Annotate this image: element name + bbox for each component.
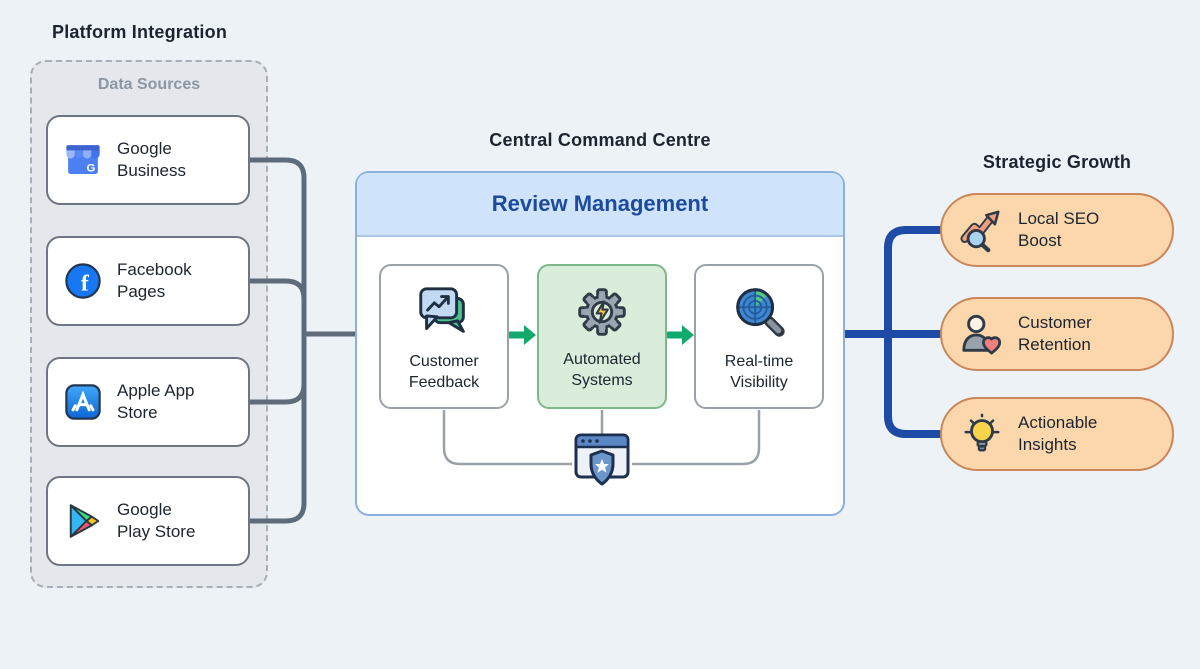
customer-retention-icon [962,314,1002,355]
review-management-header: Review Management [357,173,843,237]
outcome-label: Actionable Insights [1018,413,1098,454]
outcome-local-seo-boost: Local SEO Boost [940,193,1174,267]
flow-arrow-icon [509,325,536,345]
step-realtime-visibility: Real-time Visibility [694,264,824,409]
step-label: Automated Systems [563,351,641,389]
source-label: Google Business [117,139,186,180]
svg-text:f: f [81,271,90,297]
actionable-insights-icon [964,413,1000,452]
outcome-customer-retention: Customer Retention [940,297,1174,371]
step-customer-feedback: Customer Feedback [379,264,509,409]
source-label: Facebook Pages [117,260,192,301]
source-card-apple-app-store: Apple App Store [46,357,250,447]
outcome-label: Local SEO Boost [1018,209,1100,250]
source-label: Apple App Store [117,381,195,422]
apple-app-store-icon [65,384,101,420]
secure-dashboard-icon [574,433,630,486]
step-automated-systems: Automated Systems [537,264,667,409]
review-management-box: Review Management Customer Feedback [355,171,845,516]
step-label: Real-time Visibility [724,353,794,391]
source-card-facebook-pages: f Facebook Pages [46,236,250,326]
source-card-google-business: G Google Business [46,115,250,205]
outcome-actionable-insights: Actionable Insights [940,397,1174,471]
seo-boost-icon [960,210,1000,253]
source-card-google-play-store: Google Play Store [46,476,250,566]
facebook-icon: f [65,263,101,299]
central-command-title: Central Command Centre [489,130,711,150]
source-label: Google Play Store [117,500,196,541]
step-label: Customer Feedback [408,353,480,391]
customer-feedback-icon [419,287,465,333]
google-business-icon: G [66,145,100,174]
platform-integration-title: Platform Integration [52,22,228,42]
outcome-label: Customer Retention [1018,313,1092,354]
automated-systems-icon [578,288,626,336]
realtime-visibility-icon [736,288,785,337]
inner-connector-wires [442,410,761,466]
flow-arrow-icon [667,325,694,345]
google-play-icon [69,504,100,538]
data-sources-label: Data Sources [97,76,201,93]
strategic-growth-title: Strategic Growth [982,152,1132,172]
review-management-label: Review Management [491,191,709,216]
svg-text:G: G [86,162,95,174]
